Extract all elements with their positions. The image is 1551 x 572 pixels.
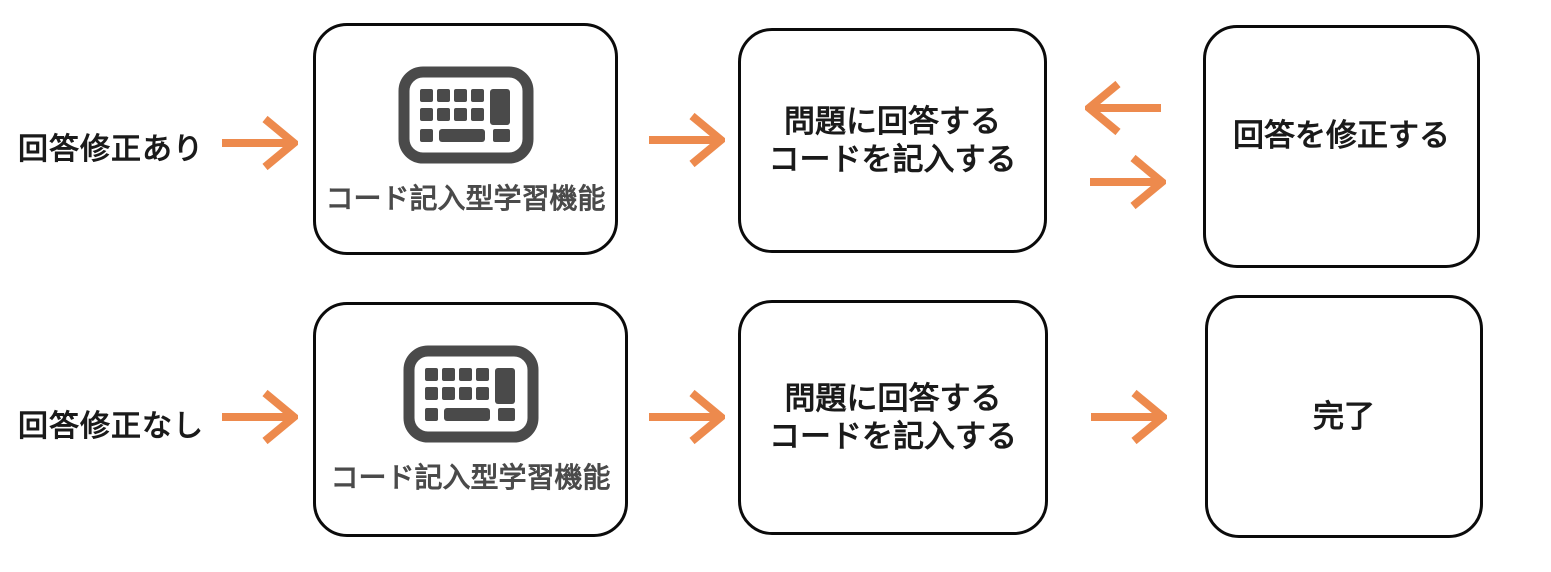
row2-result-box: 完了: [1205, 295, 1483, 538]
row1-feature-label: コード記入型学習機能: [325, 183, 606, 214]
arrow-right-icon: [222, 115, 298, 171]
row2-feature-box: コード記入型学習機能: [313, 302, 628, 537]
row1-action-line2: コードを記入する: [768, 141, 1017, 177]
row2-action-box: 問題に回答する コードを記入する: [738, 300, 1048, 535]
arrow-left-icon: [1085, 80, 1161, 136]
row2-feature-label: コード記入型学習機能: [330, 462, 611, 493]
arrow-right-icon: [222, 389, 298, 445]
arrow-right-icon: [1091, 389, 1167, 445]
arrow-right-icon: [649, 389, 725, 445]
keyboard-icon: [398, 66, 533, 164]
row1-action-box: 問題に回答する コードを記入する: [738, 28, 1047, 253]
row2-result-label: 完了: [1313, 398, 1375, 434]
row2-action-line1: 問題に回答する: [784, 380, 1002, 416]
arrow-right-icon: [1090, 154, 1166, 210]
row1-label: 回答修正あり: [18, 133, 204, 166]
row2-label: 回答修正なし: [18, 410, 204, 443]
row1-result-label: 回答を修正する: [1233, 117, 1450, 153]
keyboard-icon: [403, 345, 538, 443]
row2-action-line2: コードを記入する: [769, 418, 1017, 454]
row1-action-line1: 問題に回答する: [784, 103, 1001, 139]
arrow-right-icon: [649, 112, 725, 168]
row1-feature-box: コード記入型学習機能: [313, 23, 618, 255]
row1-result-box: 回答を修正する: [1203, 25, 1480, 268]
